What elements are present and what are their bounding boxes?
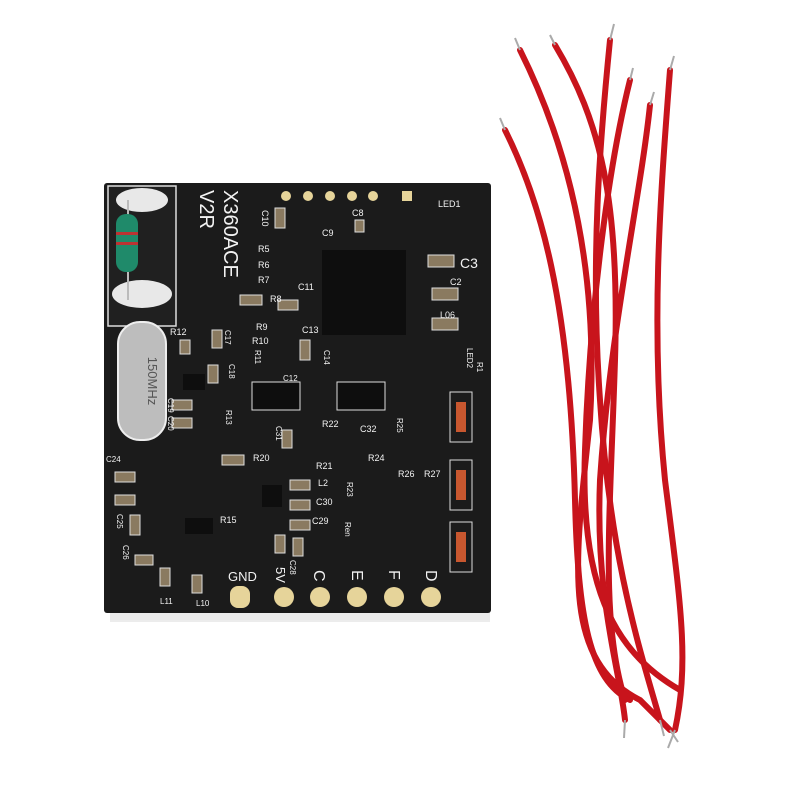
crystal-oscillator — [117, 321, 167, 441]
component-label: R11 — [253, 350, 262, 365]
component-label: R15 — [220, 515, 237, 525]
component-label: R6 — [258, 260, 270, 270]
component-label: C18 — [227, 364, 236, 379]
component-label: R8 — [270, 294, 282, 304]
transistor — [336, 381, 386, 411]
component-label: LED1 — [438, 199, 461, 209]
solder-pad — [116, 188, 168, 212]
component-label: C24 — [106, 455, 121, 464]
component-label: R22 — [322, 419, 339, 429]
pin-pad — [230, 586, 250, 608]
component-label: C10 — [260, 210, 270, 227]
header-holes — [281, 191, 412, 201]
component-label: LED2 — [465, 348, 474, 369]
transistor — [183, 374, 205, 390]
pin-label-f: F — [385, 570, 402, 580]
component-label: R12 — [170, 327, 187, 337]
pin-label-c: C — [310, 570, 327, 582]
crystal-label: 150MHz — [145, 357, 160, 405]
pin-label-gnd: GND — [228, 569, 257, 584]
component-label: R10 — [252, 336, 269, 346]
pin-label-d: D — [422, 570, 439, 582]
main-chip — [322, 250, 406, 335]
component-label: R5 — [258, 244, 270, 254]
component-label: Ren — [343, 522, 352, 537]
component-label: L11 — [160, 597, 173, 606]
component-label: C20 — [166, 416, 175, 431]
component-label: L10 — [196, 599, 210, 608]
smd-components — [114, 207, 459, 594]
component-label: C25 — [115, 514, 124, 529]
component-label: C2 — [450, 277, 462, 287]
component-label: L2 — [318, 478, 328, 488]
pin-pad — [421, 587, 441, 607]
transistor — [262, 485, 282, 507]
component-label: R23 — [345, 482, 354, 497]
pin-pad — [347, 587, 367, 607]
component-label: C29 — [312, 516, 329, 526]
component-label: C11 — [298, 282, 314, 292]
component-label: C12 — [283, 374, 298, 383]
pin-label-e: E — [348, 570, 365, 581]
diodes — [449, 391, 473, 573]
component-label: R1 — [475, 362, 484, 373]
component-label: C8 — [352, 208, 364, 218]
component-label: R7 — [258, 275, 270, 285]
wire — [592, 37, 663, 723]
board-version: V2R — [195, 190, 217, 229]
pin-row: GND 5V C E F D — [228, 567, 441, 608]
wire — [581, 77, 683, 693]
component-label: L06 — [440, 310, 455, 320]
component-label: C14 — [322, 350, 331, 365]
pcb-board: 150MHz X360ACE V2R — [104, 183, 491, 613]
component-label: C32 — [360, 424, 377, 434]
component-label: C28 — [288, 560, 297, 575]
solder-pad — [112, 280, 172, 308]
red-wires — [502, 37, 686, 733]
component-label: R20 — [253, 453, 270, 463]
component-label: C30 — [316, 497, 333, 507]
component-label: C17 — [223, 330, 232, 345]
pin-label-5v: 5V — [273, 567, 288, 583]
transistor — [251, 381, 301, 411]
component-label: C19 — [166, 398, 175, 413]
component-label: R21 — [316, 461, 333, 471]
component-label: R13 — [224, 410, 233, 425]
component-label: R25 — [395, 418, 404, 433]
wire — [596, 102, 653, 723]
pin-pad — [274, 587, 294, 607]
component-label: R9 — [256, 322, 268, 332]
component-label: C31 — [274, 426, 283, 441]
wire — [654, 67, 686, 733]
component-label: R24 — [368, 453, 385, 463]
pin-pad — [384, 587, 404, 607]
board-title: X360ACE — [219, 190, 241, 278]
component-label: C3 — [460, 255, 478, 271]
component-label: C13 — [302, 325, 319, 335]
wire-tips — [499, 23, 679, 749]
component-label: R27 — [424, 469, 441, 479]
transistor — [185, 518, 213, 534]
pin-pad — [310, 587, 330, 607]
component-label: C9 — [322, 228, 334, 238]
component-label: R26 — [398, 469, 415, 479]
wire — [517, 47, 673, 733]
component-label: C26 — [121, 545, 130, 560]
